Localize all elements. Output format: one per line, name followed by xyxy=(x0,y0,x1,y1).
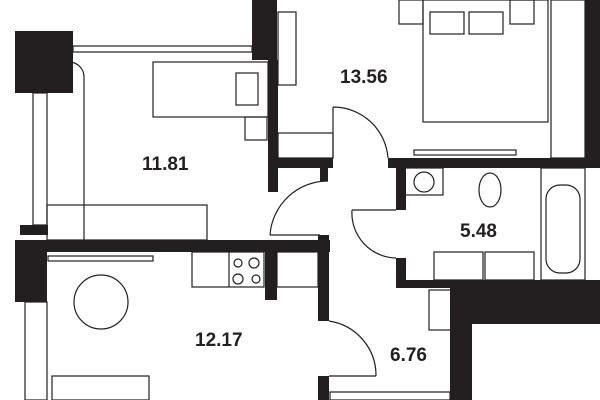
room-area-hallway: 6.76 xyxy=(390,345,427,366)
bathtub xyxy=(540,167,586,281)
wardrobe-kids xyxy=(46,204,208,241)
hallway-wardrobe xyxy=(329,391,451,400)
double-bed xyxy=(422,0,549,123)
room-area-kitchen-living: 12.17 xyxy=(195,330,243,351)
single-bed xyxy=(152,61,269,118)
sink xyxy=(484,251,535,281)
bookshelf xyxy=(277,132,334,159)
desk xyxy=(277,11,297,86)
washing-machine xyxy=(404,167,444,196)
room-area-bedroom: 13.56 xyxy=(340,67,388,88)
room-area-kids-room: 11.81 xyxy=(142,154,189,175)
furniture xyxy=(46,0,586,400)
fridge xyxy=(276,251,319,288)
windows xyxy=(24,45,517,400)
sink xyxy=(433,251,484,281)
room-area-bathroom: 5.48 xyxy=(460,221,497,242)
kitchen-counter xyxy=(191,251,265,288)
wardrobe xyxy=(550,0,586,159)
toilet xyxy=(478,172,502,208)
sofa xyxy=(51,375,150,400)
dining-table xyxy=(73,274,129,330)
shoe-rack xyxy=(428,289,454,331)
walls xyxy=(15,0,600,400)
